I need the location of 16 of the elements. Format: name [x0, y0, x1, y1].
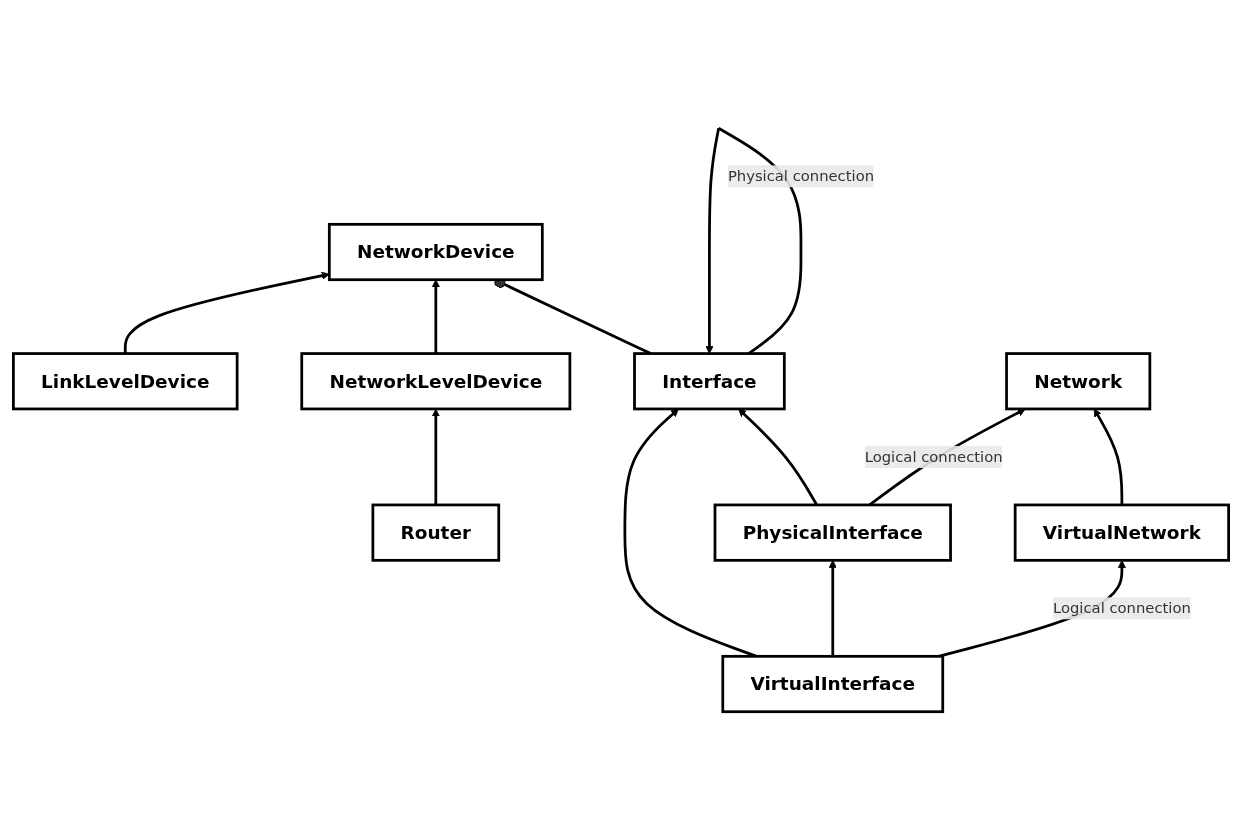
node-box: NetworkLevelDevice [300, 352, 572, 411]
arrow [123, 271, 330, 354]
node-box: PhysicalInterface [713, 503, 952, 562]
edge-label: Logical connection [1052, 599, 1191, 617]
arrow [431, 408, 440, 505]
edge-label: Logical connection [864, 447, 1003, 466]
node-box: Interface [633, 352, 786, 411]
node-box: Router [371, 503, 501, 562]
node-box: VirtualNetwork [1013, 503, 1230, 562]
edge-label: Physical connection [727, 167, 875, 185]
node-box: VirtualInterface [721, 654, 945, 714]
node-box: NetworkDevice [327, 222, 544, 282]
node-box: LinkLevelDevice [12, 352, 239, 411]
arrow [1093, 408, 1124, 505]
node-box: Network [1005, 352, 1152, 411]
arrow [431, 279, 440, 354]
